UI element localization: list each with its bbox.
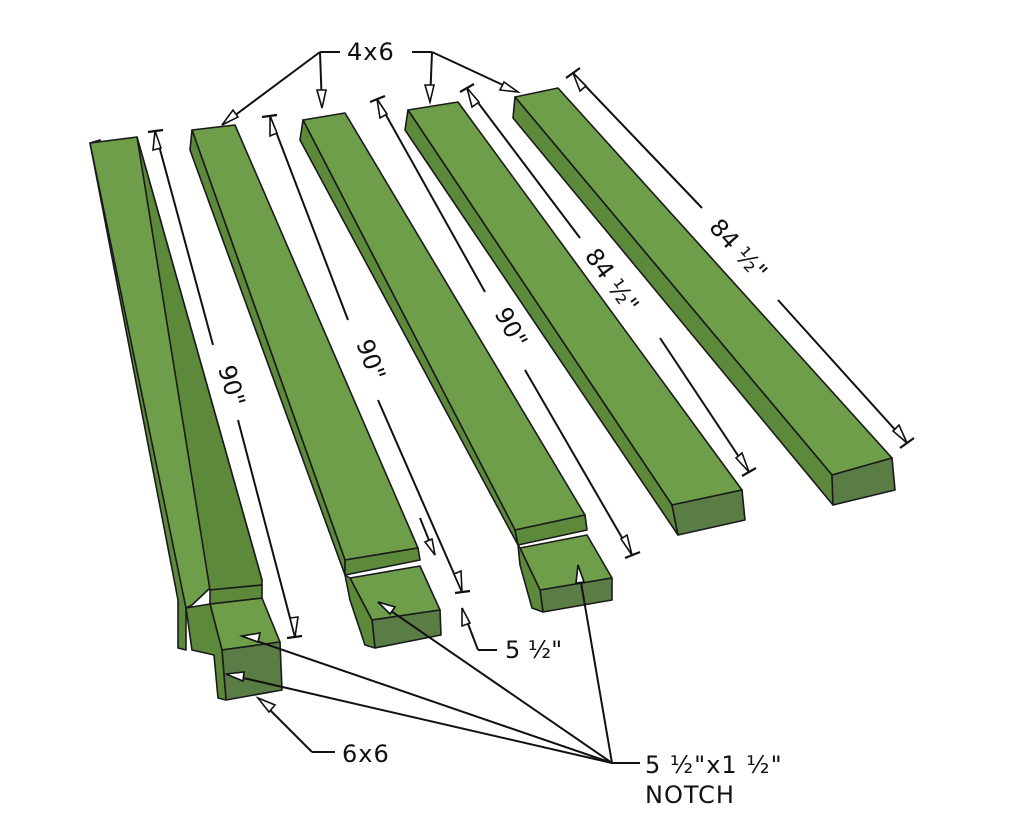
callout-4x6: 4x6 <box>221 38 521 126</box>
callout-4x6-label: 4x6 <box>347 38 395 66</box>
beam-2 <box>189 124 442 649</box>
dimension-label-beam-2: 90" <box>350 335 391 384</box>
notch-offset-label: 5 ½" <box>505 636 562 664</box>
beam-3 <box>299 112 613 613</box>
callout-6x6: 6x6 <box>255 696 390 768</box>
callout-notch: 5 ½"x1 ½" NOTCH <box>225 564 783 809</box>
callout-notch-label-line1: 5 ½"x1 ½" <box>645 751 783 779</box>
beam-5 <box>512 87 896 506</box>
beam-1-post <box>89 136 283 701</box>
beam-4 <box>404 101 746 536</box>
callout-notch-label-line2: NOTCH <box>645 781 735 809</box>
dimension-notch-offset: 5 ½" <box>419 517 562 664</box>
dimension-label-beam-1: 90" <box>212 362 250 410</box>
callout-6x6-label: 6x6 <box>342 740 390 768</box>
